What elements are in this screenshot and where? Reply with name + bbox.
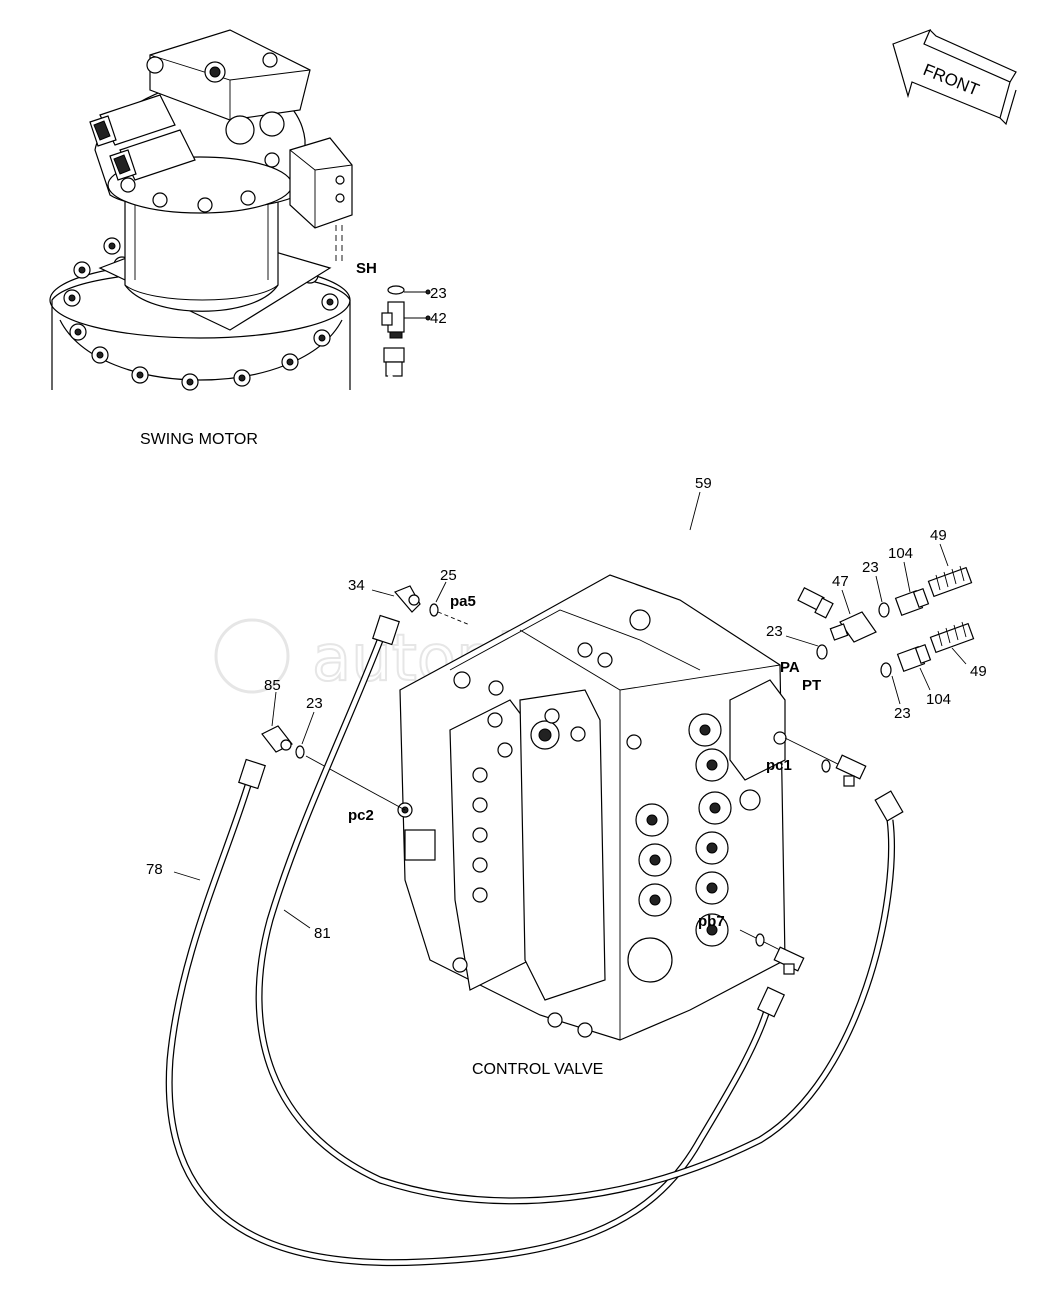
oring-25 — [429, 603, 439, 617]
callout-23-pa: 23 — [766, 623, 783, 640]
elbow-34 — [394, 585, 421, 613]
callout-104-bottom: 104 — [926, 691, 951, 708]
pc1-elbow-fitting — [835, 754, 867, 787]
adapter-104-top — [894, 588, 930, 616]
valve-bolts — [452, 609, 651, 1038]
callout-49-top: 49 — [930, 527, 947, 544]
hose-78 — [165, 758, 786, 1267]
callout-23-pc2: 23 — [306, 695, 323, 712]
fitting-42-connector — [381, 301, 405, 339]
callout-49-bottom: 49 — [970, 663, 987, 680]
port-label-sh: SH — [356, 260, 377, 277]
control-valve: CONTROL VALVE — [397, 574, 787, 1078]
callout-47: 47 — [832, 573, 849, 590]
callout-85: 85 — [264, 677, 281, 694]
port-label-pt: PT — [802, 677, 821, 694]
oring-23-top — [878, 602, 890, 618]
hose-81 — [255, 614, 904, 1205]
valve-spool-caps — [627, 713, 732, 983]
hose-59-upper-end — [383, 347, 405, 377]
hose-59 — [387, 374, 834, 619]
control-valve-caption: CONTROL VALVE — [472, 1061, 603, 1078]
callout-23-top: 23 — [862, 559, 879, 576]
callout-25: 25 — [440, 567, 457, 584]
callout-78: 78 — [146, 861, 163, 878]
adapter-104-bottom — [896, 644, 932, 672]
fitting-47-elbow — [829, 611, 877, 643]
pb7-elbow-fitting — [773, 946, 805, 975]
quick-coupler-49-bottom — [929, 621, 975, 654]
swing-motor-caption: SWING MOTOR — [140, 431, 258, 448]
quick-coupler-49-top — [927, 565, 973, 598]
callout-34: 34 — [348, 577, 365, 594]
oring-23-pa — [816, 644, 828, 660]
port-label-pc1: pc1 — [766, 757, 792, 774]
callout-23-sh: 23 — [430, 285, 447, 302]
port-label-pc2: pc2 — [348, 807, 374, 824]
elbow-85 — [261, 725, 293, 753]
callout-23-pt: 23 — [894, 705, 911, 722]
port-label-pa: PA — [780, 659, 800, 676]
port-label-pa5: pa5 — [450, 593, 476, 610]
callout-81: 81 — [314, 925, 331, 942]
oring-23-pc2 — [295, 745, 305, 759]
fitting-sh-oring — [387, 285, 405, 295]
front-direction-arrow: FRONT — [892, 28, 1017, 126]
port-label-pb7: pb7 — [698, 913, 725, 930]
relief-valves — [89, 94, 285, 181]
oring-23-pt — [880, 662, 892, 678]
callout-59: 59 — [695, 475, 712, 492]
callout-42: 42 — [430, 310, 447, 327]
callout-104-top: 104 — [888, 545, 913, 562]
swing-motor: SWING MOTOR — [49, 29, 353, 448]
